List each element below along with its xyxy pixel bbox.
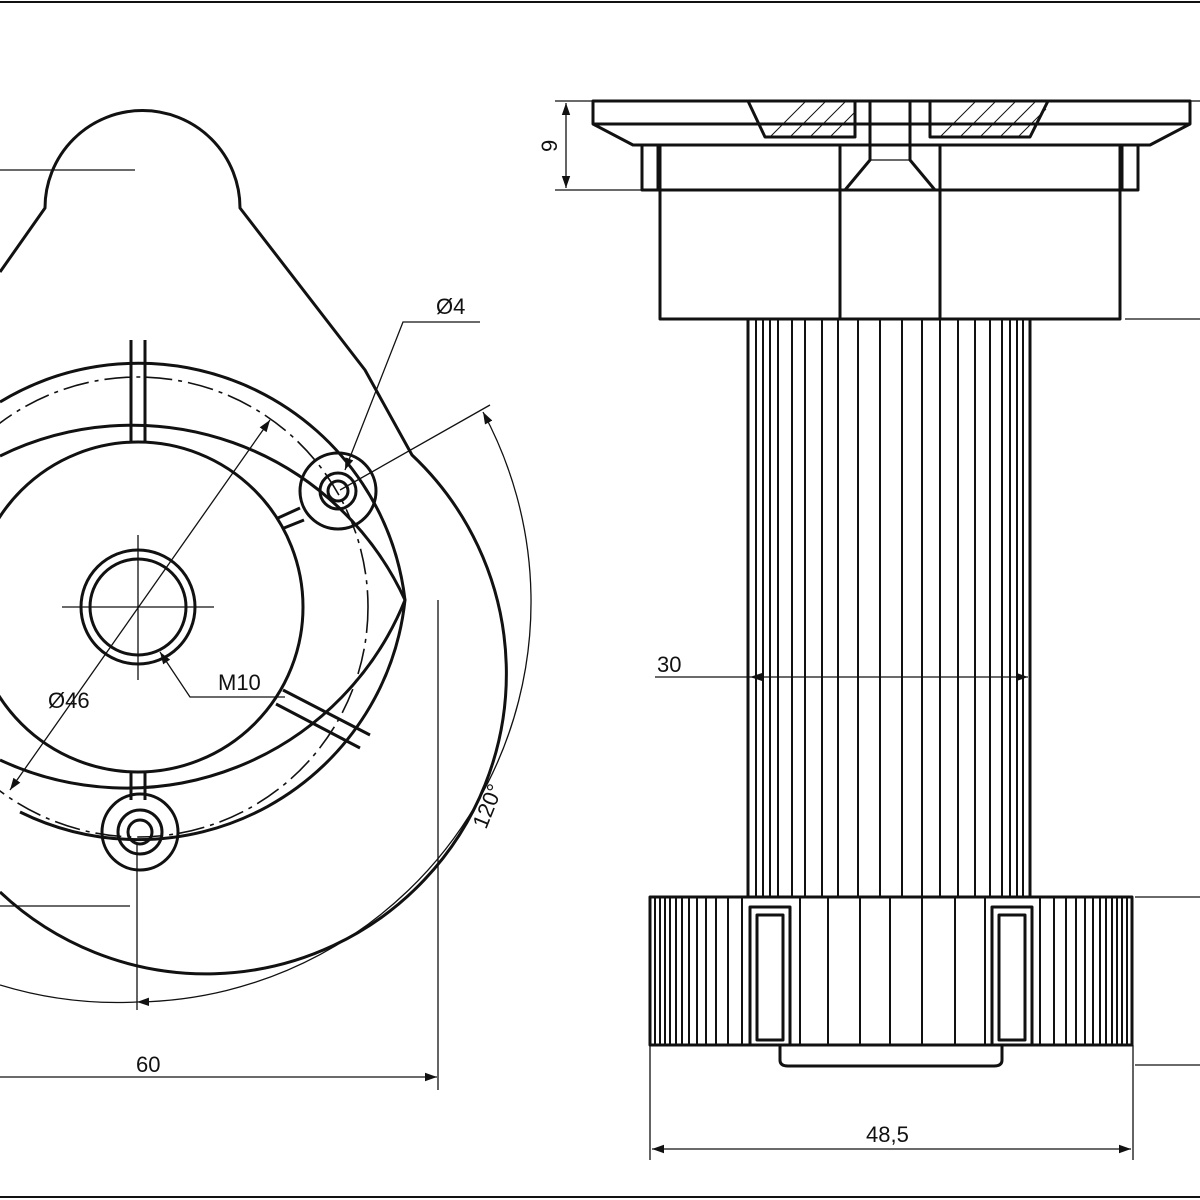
plate-height-label: 9 [537,140,562,152]
knurled-foot [648,895,1134,1068]
column-width-label: 30 [657,652,681,677]
hole-diameter-label: Ø4 [436,294,465,319]
angle-label: 120° [467,780,507,832]
top-flange [591,99,1192,147]
hole-diameter-leader [344,321,480,471]
side-view: 9 30 48,5 [537,99,1200,1160]
base-width-label: 60 [136,1052,160,1077]
fluted-column [746,319,1032,897]
outer-diameter-dim-line [9,419,271,791]
angle-arc [136,411,532,1007]
flange-hatching [769,100,1047,138]
angle-ext-line-upper [339,404,491,491]
screw-hole-lower [100,792,180,872]
foot-width-label: 48,5 [866,1122,909,1147]
flange-boss [640,101,1140,321]
outer-diameter-label: Ø46 [48,688,90,713]
screw-hole-upper [298,451,378,531]
plate-outline [0,109,508,976]
top-view: Ø46 M10 Ø4 120° 60 [0,109,532,1090]
angle-arc-left [0,984,138,1004]
thread-label: M10 [218,670,261,695]
